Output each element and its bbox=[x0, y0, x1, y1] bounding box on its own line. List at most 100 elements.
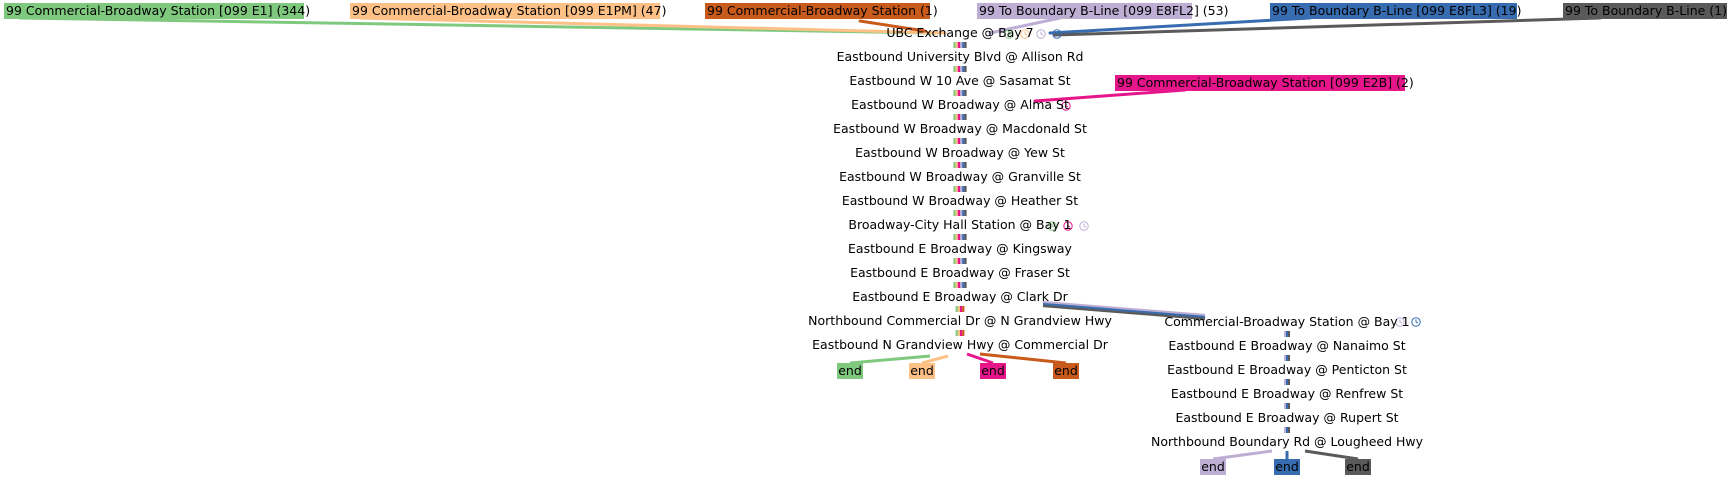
clock-face bbox=[1036, 29, 1046, 39]
end-connector-e1 bbox=[849, 354, 931, 365]
clock-face bbox=[1004, 29, 1014, 39]
connector-e8fl2 bbox=[988, 16, 1062, 35]
clock-hands bbox=[1415, 319, 1419, 324]
route-segment-e8fl3 bbox=[962, 258, 965, 264]
route-segment-e8fl2 bbox=[960, 210, 963, 216]
stop-label: Eastbound E Broadway @ Renfrew St bbox=[1171, 386, 1403, 401]
clock-face bbox=[1061, 101, 1071, 111]
stop-label: UBC Exchange @ Bay 7 bbox=[886, 25, 1033, 40]
route-segment-e8fl2 bbox=[960, 258, 963, 264]
route-label-text: 99 Commercial-Broadway Station (1) bbox=[707, 3, 938, 18]
route-segment-e1 bbox=[955, 330, 958, 336]
route-label-e1: 99 Commercial-Broadway Station [099 E1] … bbox=[4, 3, 310, 19]
route-segment-e8fl3 bbox=[962, 138, 965, 144]
branch-segment-e8fl3 bbox=[1286, 379, 1288, 385]
route-label-box bbox=[4, 3, 304, 19]
end-connector-e2b bbox=[966, 352, 994, 365]
route-label-cb1: 99 Commercial-Broadway Station (1) bbox=[705, 3, 938, 19]
route-segment-e8fl2 bbox=[960, 90, 963, 96]
route-segment-tb1 bbox=[964, 138, 967, 144]
connector-cb1 bbox=[858, 19, 927, 33]
branch-connector-e8fl3 bbox=[1042, 302, 1206, 319]
end-connector-e1pm bbox=[921, 354, 949, 365]
clock-icon bbox=[1411, 317, 1421, 327]
clock-icon bbox=[1036, 29, 1046, 39]
route-segment-tb1 bbox=[964, 162, 967, 168]
route-segment-e1 bbox=[953, 258, 956, 264]
end-marker-e1pm: end bbox=[909, 363, 935, 379]
end-connector-tb1 bbox=[1304, 449, 1359, 461]
route-segment-e1pm bbox=[955, 186, 958, 192]
clock-hands bbox=[1040, 31, 1044, 36]
clock-face bbox=[1052, 29, 1062, 39]
route-segment-e2b bbox=[957, 258, 960, 264]
route-label-box bbox=[1270, 3, 1517, 19]
end-marker-text: end bbox=[1275, 459, 1299, 474]
route-segment-e1pm bbox=[955, 138, 958, 144]
connector-e2b bbox=[1033, 88, 1187, 103]
stop-label: Northbound Commercial Dr @ N Grandview H… bbox=[808, 313, 1112, 328]
clock-icon bbox=[1020, 29, 1030, 39]
route-label-text: 99 To Boundary B-Line (1) bbox=[1565, 3, 1727, 18]
route-segment-e2b bbox=[957, 138, 960, 144]
clock-hands bbox=[1051, 223, 1055, 228]
route-label-box bbox=[705, 3, 930, 19]
route-segment-e1 bbox=[955, 306, 958, 312]
route-segment-e2b bbox=[960, 306, 963, 312]
end-marker-e8fl2: end bbox=[1200, 459, 1226, 475]
branch-segment-tb1 bbox=[1288, 355, 1290, 361]
route-segment-e2b bbox=[957, 210, 960, 216]
clock-icon bbox=[1052, 29, 1062, 39]
route-segment-e2b bbox=[957, 90, 960, 96]
clock-face bbox=[1020, 29, 1030, 39]
branch-segment-e8fl3 bbox=[1286, 427, 1288, 433]
route-segment-e2b bbox=[957, 162, 960, 168]
route-segment-tb1 bbox=[964, 234, 967, 240]
end-marker-text: end bbox=[838, 363, 862, 378]
route-segment-e1 bbox=[953, 162, 956, 168]
branch-segment-tb1 bbox=[1288, 427, 1290, 433]
end-marker-box bbox=[1345, 459, 1371, 475]
stop-label: Eastbound E Broadway @ Kingsway bbox=[848, 241, 1073, 256]
route-segment-e8fl3 bbox=[962, 186, 965, 192]
branch-segment-e8fl2 bbox=[1284, 379, 1286, 385]
branch-segment-e8fl2 bbox=[1284, 355, 1286, 361]
route-segment-e1pm bbox=[955, 210, 958, 216]
connector-e1 bbox=[18, 16, 937, 35]
end-marker-box bbox=[1274, 459, 1300, 475]
route-label-e8fl2: 99 To Boundary B-Line [099 E8FL2] (53) bbox=[977, 3, 1228, 19]
branch-connector-tb1 bbox=[1042, 304, 1206, 321]
route-segment-e2b bbox=[960, 330, 963, 336]
route-segment-tb1 bbox=[964, 114, 967, 120]
clock-face bbox=[1395, 317, 1405, 327]
stop-label: Eastbound E Broadway @ Fraser St bbox=[850, 265, 1070, 280]
end-marker-tb1: end bbox=[1345, 459, 1371, 475]
clock-hands bbox=[1399, 319, 1403, 324]
clock-icon bbox=[1395, 317, 1405, 327]
route-segment-e1 bbox=[953, 138, 956, 144]
route-segment-e8fl2 bbox=[960, 138, 963, 144]
clock-hands bbox=[1024, 31, 1028, 36]
branch-segment-e8fl2 bbox=[1284, 331, 1286, 337]
stop-label: Eastbound W Broadway @ Granville St bbox=[839, 169, 1081, 184]
route-segment-e1pm bbox=[957, 330, 960, 336]
route-segment-e1pm bbox=[955, 162, 958, 168]
route-label-text: 99 Commercial-Broadway Station [099 E1] … bbox=[6, 3, 310, 18]
route-label-text: 99 Commercial-Broadway Station [099 E1PM… bbox=[352, 3, 666, 18]
route-segment-e1 bbox=[953, 42, 956, 48]
route-label-box bbox=[350, 3, 660, 19]
route-segment-e1pm bbox=[955, 114, 958, 120]
route-segment-e1 bbox=[953, 66, 956, 72]
clock-icon bbox=[1004, 29, 1014, 39]
route-segment-tb1 bbox=[964, 258, 967, 264]
clock-icon bbox=[1063, 221, 1073, 231]
route-segment-e8fl3 bbox=[962, 210, 965, 216]
connector-e1pm bbox=[358, 16, 947, 35]
route-segment-e8fl2 bbox=[960, 162, 963, 168]
branch-segment-e8fl2 bbox=[1284, 427, 1286, 433]
route-segment-cb1 bbox=[962, 306, 965, 312]
route-segment-e1pm bbox=[955, 282, 958, 288]
route-segment-e1 bbox=[953, 234, 956, 240]
